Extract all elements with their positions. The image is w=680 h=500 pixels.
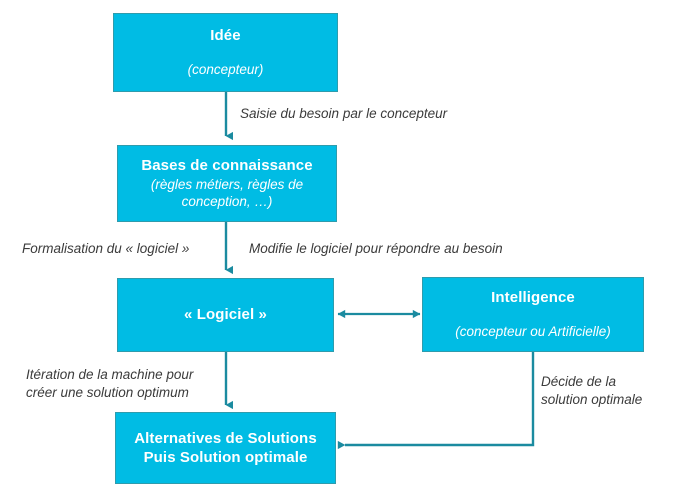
node-bases-subtitle: (règles métiers, règles de conception, …… (150, 177, 304, 209)
node-idee-subtitle: (concepteur) (187, 61, 264, 77)
edge-label-iteration-machine: Itération de la machine pour créer une s… (26, 367, 194, 401)
node-logiciel-title: « Logiciel » (184, 305, 267, 323)
connector-intelligence-to-solutions (337, 352, 535, 450)
node-logiciel[interactable]: « Logiciel » (117, 278, 334, 352)
node-solutions-title-line2: Puis Solution optimale (143, 449, 308, 466)
edge-label-saisie-du-besoin: Saisie du besoin par le concepteur (240, 106, 448, 121)
node-bases-title: Bases de connaissance (141, 156, 313, 174)
node-intelligence-subtitle: (concepteur ou Artificielle) (455, 323, 611, 339)
edge-label-formalisation: Formalisation du « logiciel » (22, 241, 190, 256)
node-bases-de-connaissance[interactable]: Bases de connaissance (règles métiers, r… (117, 145, 337, 222)
node-idee-title: Idée (210, 26, 241, 44)
edge-label-decide-solution-optimale: Décide de la solution optimale (541, 374, 643, 408)
edge-label-modifie-le-logiciel: Modifie le logiciel pour répondre au bes… (249, 241, 503, 256)
node-intelligence-title: Intelligence (491, 288, 575, 306)
node-solutions-title-line1: Alternatives de Solutions (134, 429, 317, 447)
node-intelligence[interactable]: Intelligence (concepteur ou Artificielle… (422, 277, 644, 352)
node-idee[interactable]: Idée (concepteur) (113, 13, 338, 92)
node-alternatives-solutions[interactable]: Alternatives de Solutions Puis Solution … (115, 412, 336, 484)
